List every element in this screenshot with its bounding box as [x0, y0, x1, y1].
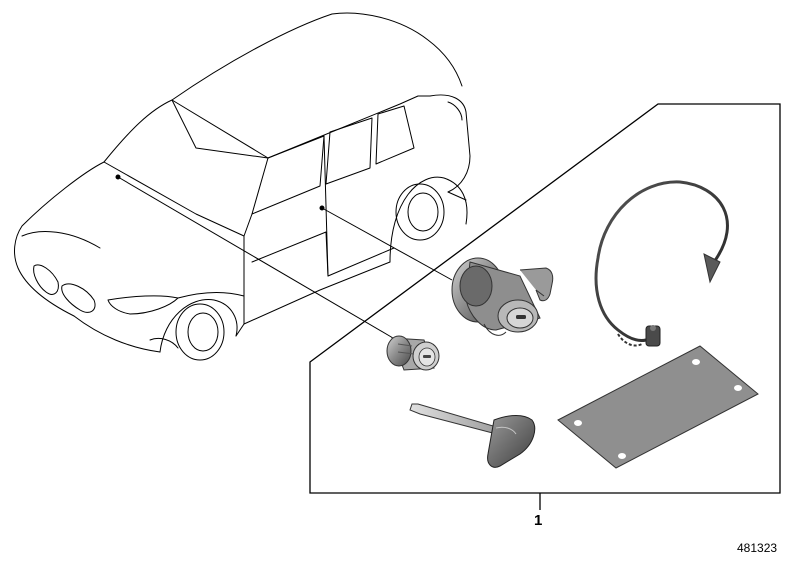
key-blade-icon	[409, 403, 536, 468]
small-lock-cylinder-icon	[386, 335, 440, 371]
leader-lines	[115, 174, 453, 339]
diagram-number: 481323	[737, 541, 778, 555]
door-lock-cylinder-icon	[451, 257, 554, 336]
coil-cable-icon	[594, 180, 729, 347]
part-callout-1: 1	[534, 512, 543, 529]
car-outline-icon	[14, 12, 471, 361]
code-card-icon	[557, 345, 759, 469]
parts-group-frame	[309, 103, 781, 494]
